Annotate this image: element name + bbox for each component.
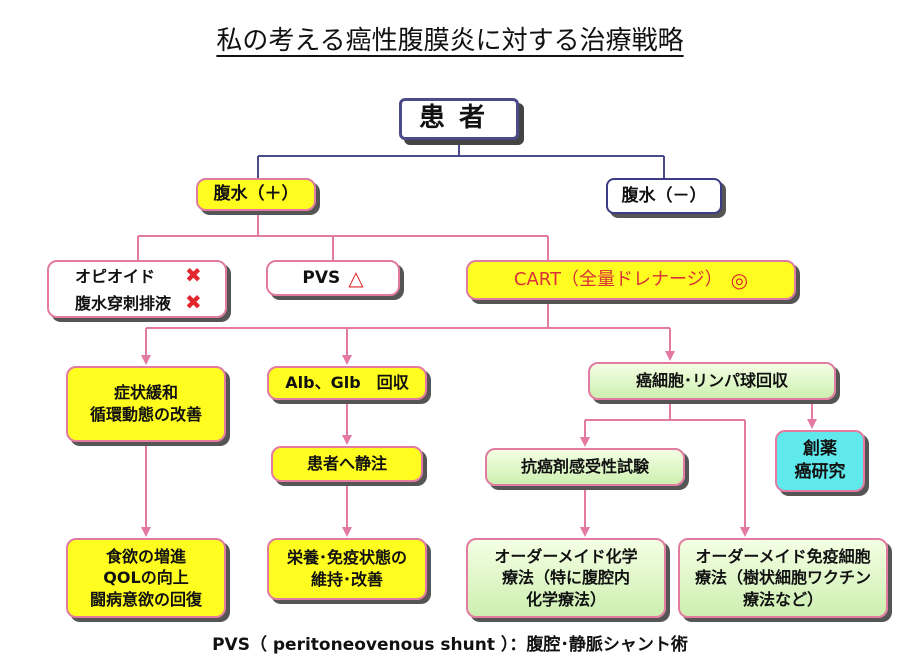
reinfusion-box: 患者へ静注 bbox=[271, 446, 423, 482]
drainage-label: 腹水穿刺排液 bbox=[75, 294, 172, 313]
cross-mark-icon: ✖ bbox=[185, 263, 202, 287]
ascites-negative-label: 腹水（－） bbox=[621, 185, 707, 206]
drug-sensitivity-label: 抗癌剤感受性試験 bbox=[520, 457, 649, 477]
appetite-line-3: 闘病意欲の回復 bbox=[89, 589, 202, 609]
appetite-qol-box: 食欲の増進 QOLの向上 闘病意欲の回復 bbox=[66, 538, 226, 618]
drug-sensitivity-box: 抗癌剤感受性試験 bbox=[485, 448, 685, 486]
ascites-negative-box: 腹水（－） bbox=[606, 178, 722, 214]
custom-immunotherapy-box: オーダーメイド免疫細胞 療法（樹状細胞ワクチン 療法など） bbox=[678, 538, 888, 618]
treatment-branch-lines bbox=[137, 210, 817, 537]
custom-chemotherapy-box: オーダーメイド化学 療法（特に腹腔内 化学療法） bbox=[466, 538, 666, 618]
chemo-line-1: オーダーメイド化学 bbox=[494, 546, 638, 566]
chemo-line-2: 療法（特に腹腔内 bbox=[501, 568, 630, 588]
page-title: 私の考える癌性腹膜炎に対する治療戦略 bbox=[216, 26, 684, 56]
reinfusion-label: 患者へ静注 bbox=[306, 454, 387, 474]
rejected-options-box: オピオイド ✖ 腹水穿刺排液 ✖ bbox=[47, 260, 227, 318]
drug-research-box: 創薬 癌研究 bbox=[775, 430, 865, 492]
drainage-row: 腹水穿刺排液 ✖ bbox=[75, 289, 202, 316]
immuno-line-1: オーダーメイド免疫細胞 bbox=[695, 546, 871, 566]
nutrition-line-2: 維持･改善 bbox=[310, 570, 383, 589]
opioid-label: オピオイド bbox=[75, 267, 156, 286]
patient-box: 患者 bbox=[399, 98, 519, 140]
patient-label: 患者 bbox=[418, 103, 499, 134]
nutrition-immunity-box: 栄養･免疫状態の 維持･改善 bbox=[267, 538, 427, 600]
immuno-line-2: 療法（樹状細胞ワクチン bbox=[694, 568, 871, 588]
drug-research-line-1: 創薬 bbox=[803, 439, 837, 460]
opioid-row: オピオイド ✖ bbox=[75, 262, 202, 289]
pvs-box: PVS △ bbox=[266, 260, 400, 296]
cart-box: CART（全量ドレナージ） ◎ bbox=[466, 260, 796, 300]
symptom-relief-box: 症状緩和 循環動態の改善 bbox=[66, 366, 226, 442]
appetite-line-1: 食欲の増進 bbox=[105, 546, 186, 566]
cross-mark-icon: ✖ bbox=[185, 290, 202, 314]
cell-recovery-box: 癌細胞･リンパ球回収 bbox=[588, 362, 836, 400]
symptom-line-2: 循環動態の改善 bbox=[89, 405, 202, 424]
drug-research-line-2: 癌研究 bbox=[794, 462, 846, 482]
symptom-line-1: 症状緩和 bbox=[113, 383, 178, 403]
cart-label: CART（全量ドレナージ） bbox=[513, 268, 723, 290]
appetite-line-2: QOLの向上 bbox=[103, 568, 189, 588]
albumin-recovery-box: Alb、Glb 回収 bbox=[267, 366, 427, 400]
cell-recovery-label: 癌細胞･リンパ球回収 bbox=[635, 371, 788, 391]
triangle-mark-icon: △ bbox=[348, 265, 364, 290]
immuno-line-3: 療法など） bbox=[742, 589, 823, 609]
nutrition-line-1: 栄養･免疫状態の bbox=[286, 548, 407, 568]
pvs-label: PVS bbox=[302, 267, 341, 288]
albumin-label: Alb、Glb 回収 bbox=[285, 373, 409, 393]
ascites-positive-box: 腹水（＋） bbox=[196, 178, 316, 211]
patient-branch-lines bbox=[257, 140, 665, 178]
double-circle-mark-icon: ◎ bbox=[730, 267, 749, 292]
chemo-line-3: 化学療法） bbox=[525, 589, 606, 609]
ascites-positive-label: 腹水（＋） bbox=[213, 184, 299, 205]
footnote: PVS（ peritoneovenous shunt ）：腹腔･静脈シャント術 bbox=[212, 635, 688, 655]
